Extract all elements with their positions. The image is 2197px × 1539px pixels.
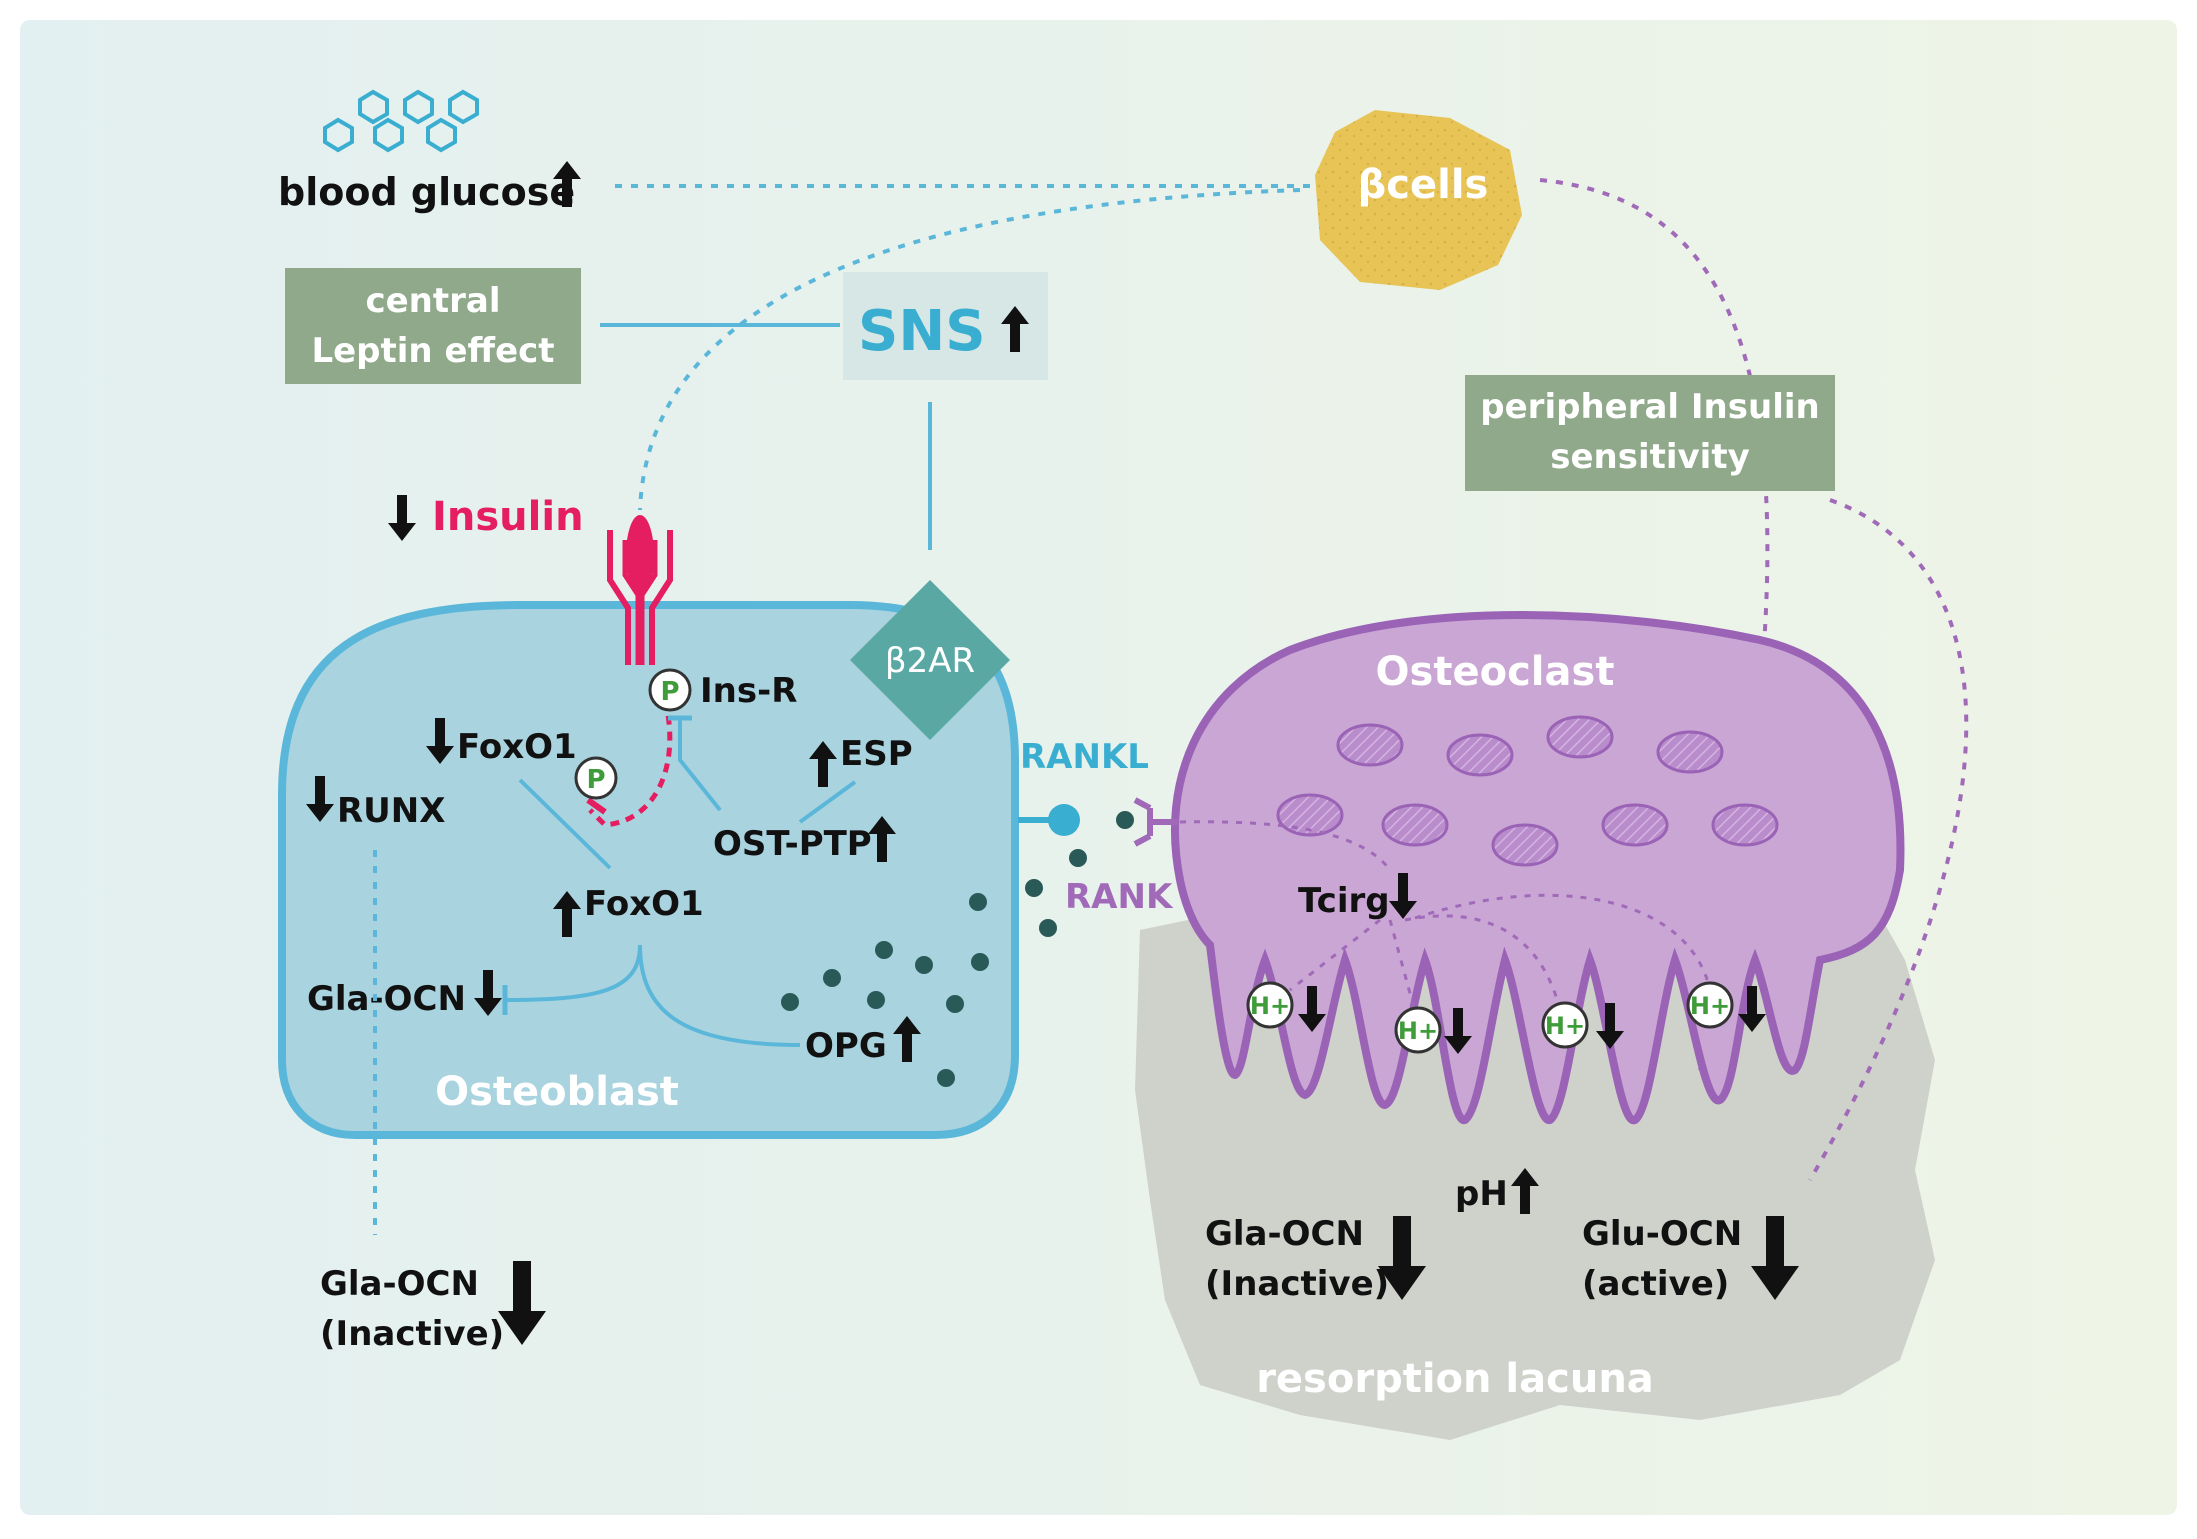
bottom-gla-ocn-line2: (Inactive) <box>320 1314 504 1354</box>
foxo1-mid-label: FoxO1 <box>584 884 704 924</box>
lacuna-glu-ocn-line2: (active) <box>1582 1264 1729 1304</box>
gla-ocn-cell-label: Gla-OCN <box>307 979 466 1019</box>
osteoblast-cell <box>278 601 1019 1139</box>
svg-text:H+: H+ <box>1545 1012 1585 1040</box>
peripheral-insulin-line1: peripheral Insulin <box>1480 387 1819 427</box>
phosphate-icon: P <box>648 668 692 712</box>
glucose-hexagon-icon <box>323 89 479 153</box>
b2ar-label: β2AR <box>885 641 975 681</box>
beta-insulin-link <box>638 188 1301 511</box>
esp-label: ESP <box>840 734 913 774</box>
peripheral-insulin-line2: sensitivity <box>1550 437 1750 477</box>
osteoclast-title: Osteoclast <box>1376 649 1615 695</box>
ins-r-label: Ins-R <box>700 671 797 711</box>
osteoclast-nuclei <box>1276 715 1779 867</box>
proton-icon: H+ <box>1394 1006 1442 1054</box>
svg-text:H+: H+ <box>1250 992 1290 1020</box>
svg-text:H+: H+ <box>1690 992 1730 1020</box>
opg-particles <box>781 811 1134 1087</box>
insulin-sensitivity-link <box>1808 498 1969 1182</box>
sns-label: SNS <box>858 299 986 364</box>
phosphate-icon: P <box>574 756 618 800</box>
rankl-ligand <box>1048 804 1080 836</box>
proton-icon: H+ <box>1541 1001 1589 1049</box>
bottom-gla-ocn-line1: Gla-OCN <box>320 1264 479 1304</box>
proton-icon: H+ <box>1686 981 1734 1029</box>
tcirg-label: Tcirg <box>1298 881 1390 921</box>
osteoblast-title: Osteoblast <box>435 1069 679 1115</box>
svg-text:P: P <box>586 765 605 795</box>
ph-label: pH <box>1455 1174 1508 1214</box>
central-leptin-line2: Leptin effect <box>311 331 554 371</box>
opg-label: OPG <box>805 1026 887 1066</box>
insulin-receptor-icon <box>607 515 673 665</box>
lacuna-glu-ocn-line1: Glu-OCN <box>1582 1214 1742 1254</box>
rank-receptor <box>1133 797 1178 847</box>
ost-ptp-label: OST-PTP <box>713 824 872 864</box>
resorption-lacuna-title: resorption lacuna <box>1256 1356 1654 1402</box>
svg-text:P: P <box>660 677 679 707</box>
insr-foxo1-path <box>588 699 673 828</box>
rank-label: RANK <box>1065 877 1174 917</box>
peripheral-insulin-box <box>1465 375 1835 491</box>
b2ar-receptor <box>850 580 1010 740</box>
beta-cells-label: βcells <box>1358 162 1489 208</box>
proton-icon: H+ <box>1246 981 1294 1029</box>
central-leptin-line1: central <box>365 281 500 321</box>
rankl-label: RANKL <box>1020 737 1149 777</box>
runx-label: RUNX <box>337 791 445 831</box>
insulin-label: Insulin <box>432 494 584 540</box>
svg-text:H+: H+ <box>1398 1017 1438 1045</box>
lacuna-gla-ocn-line1: Gla-OCN <box>1205 1214 1364 1254</box>
blood-glucose-label: blood glucose <box>278 170 575 214</box>
rank-tcirg-link <box>1179 820 1392 871</box>
lacuna-gla-ocn-line2: (Inactive) <box>1205 1264 1389 1304</box>
foxo1-top-label: FoxO1 <box>457 727 577 767</box>
central-leptin-box <box>285 268 581 384</box>
